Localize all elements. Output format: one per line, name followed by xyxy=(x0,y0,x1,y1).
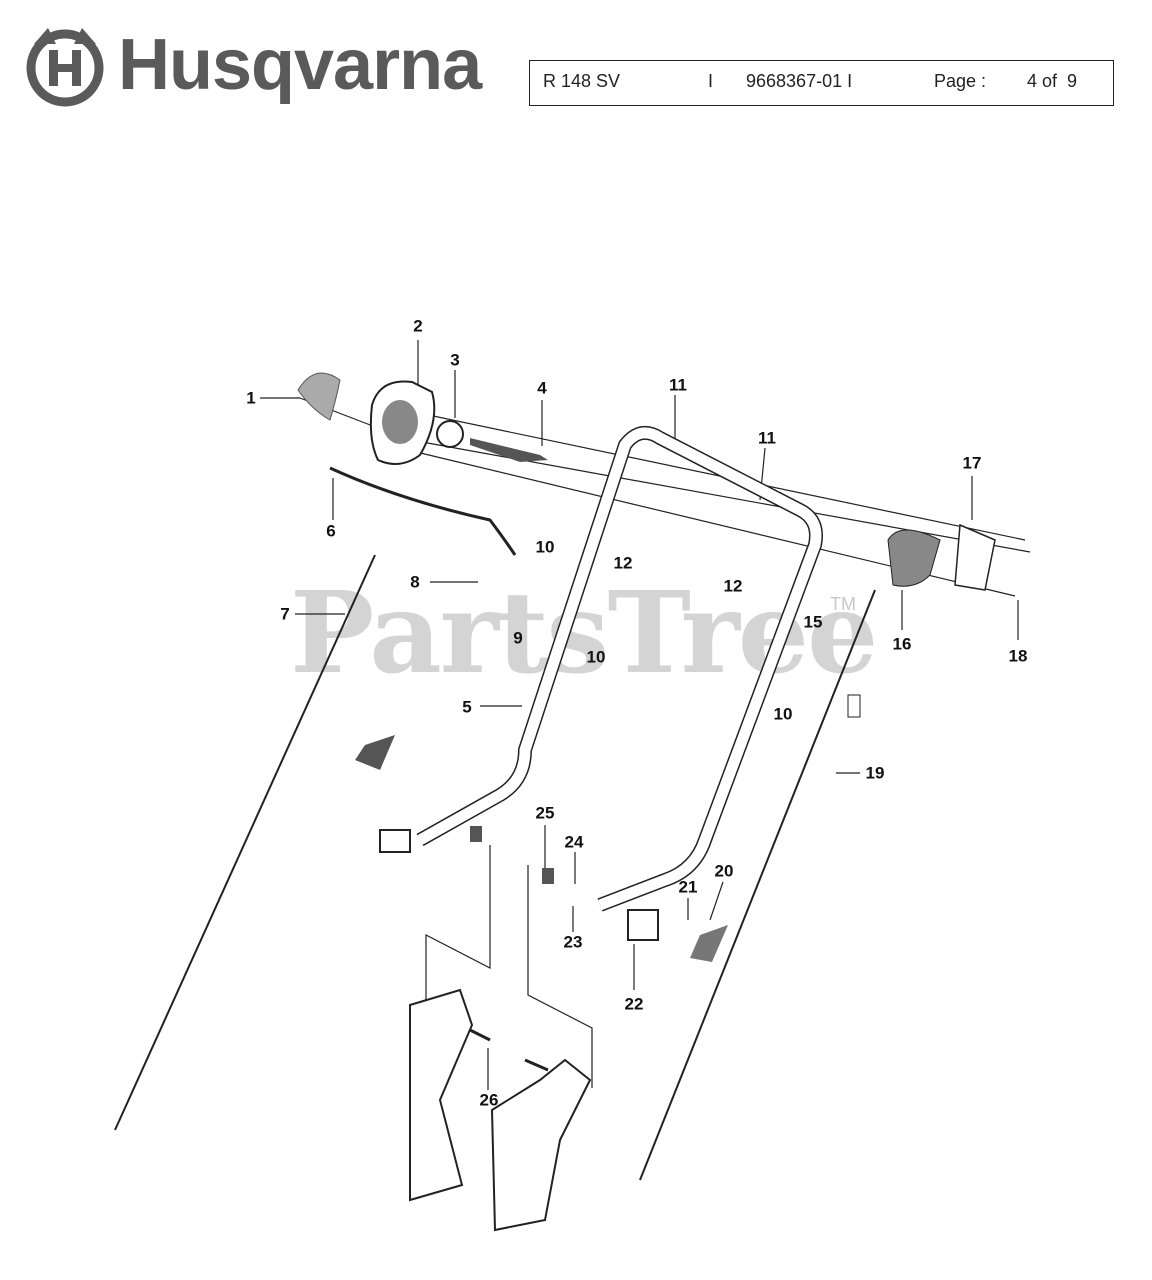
callout-10c: 10 xyxy=(773,704,793,724)
callout-17: 17 xyxy=(962,453,982,473)
callout-21: 21 xyxy=(678,877,698,897)
callout-12a: 12 xyxy=(613,553,633,573)
callout-3: 3 xyxy=(450,350,460,370)
callout-18: 18 xyxy=(1008,646,1028,666)
callout-1: 1 xyxy=(246,388,256,408)
callout-5: 5 xyxy=(462,697,472,717)
page-label: Page : xyxy=(934,71,987,91)
page-value: 4 of 9 xyxy=(1027,71,1078,91)
callout-25: 25 xyxy=(535,803,555,823)
callout-20: 20 xyxy=(714,861,734,881)
callout-2: 2 xyxy=(413,316,423,336)
part-number: 9668367-01 I xyxy=(746,71,853,91)
callout-15: 15 xyxy=(803,612,823,632)
callout-19: 19 xyxy=(865,763,885,783)
header-info-box: R 148 SV I 9668367-01 I Page : 4 of 9 xyxy=(529,60,1114,106)
callout-11a: 11 xyxy=(669,375,687,395)
callout-24: 24 xyxy=(564,832,584,852)
callout-16: 16 xyxy=(892,634,912,654)
callout-23: 23 xyxy=(563,932,583,952)
callout-12b: 12 xyxy=(723,576,743,596)
callout-9: 9 xyxy=(513,628,523,648)
callout-6: 6 xyxy=(326,521,336,541)
husqvarna-crown-icon xyxy=(26,28,104,107)
model-name: R 148 SV xyxy=(543,71,621,91)
callout-8: 8 xyxy=(410,572,420,592)
watermark-tm: TM xyxy=(830,594,856,614)
callout-10b: 10 xyxy=(586,647,606,667)
callout-10a: 10 xyxy=(535,537,555,557)
callout-26: 26 xyxy=(479,1090,499,1110)
callout-4: 4 xyxy=(537,378,547,398)
husqvarna-logo: Husqvarna xyxy=(22,22,482,108)
header-separator: I xyxy=(708,71,714,91)
callout-11b: 11 xyxy=(758,428,776,448)
callout-22: 22 xyxy=(624,994,644,1014)
callout-7: 7 xyxy=(280,604,290,624)
brand-name: Husqvarna xyxy=(118,25,482,105)
